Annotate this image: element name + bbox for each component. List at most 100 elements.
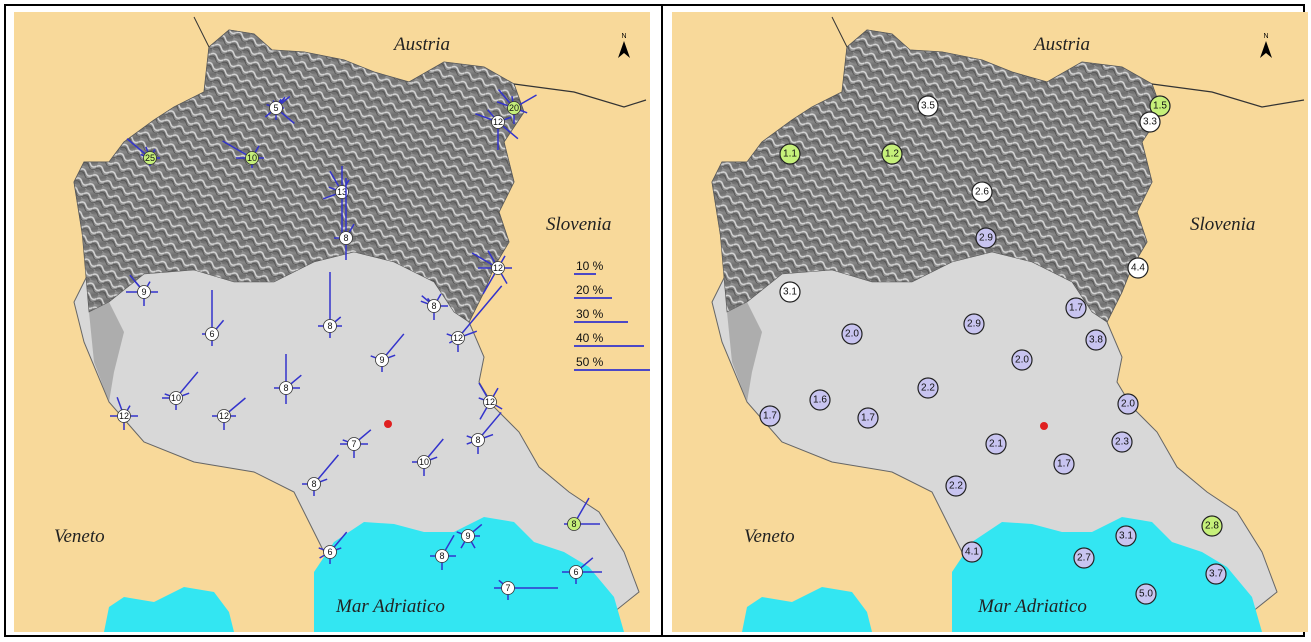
wind-rose-ray <box>457 285 503 339</box>
station-value: 10 <box>171 393 181 403</box>
station-marker <box>779 143 801 165</box>
station-value: 8 <box>311 479 316 489</box>
station-value: 4.4 <box>1131 263 1145 274</box>
wind-rose-station: 12 <box>478 382 503 420</box>
station-value: 7 <box>351 439 356 449</box>
wind-rose-station: 8 <box>564 497 600 531</box>
value-station: 2.0 <box>1117 393 1139 415</box>
legend-label: 10 % <box>576 259 604 273</box>
value-station: 2.9 <box>975 227 997 249</box>
value-station: 1.7 <box>1053 453 1075 475</box>
legend-label: 20 % <box>576 283 604 297</box>
station-marker <box>245 151 259 165</box>
station-marker <box>347 437 361 451</box>
prealps-strip <box>727 302 762 402</box>
station-value: 6 <box>573 567 578 577</box>
north-arrow-icon: N <box>1260 33 1272 58</box>
label-slovenia: Slovenia <box>546 214 611 235</box>
station-value: 1.7 <box>763 411 777 422</box>
station-marker <box>217 409 231 423</box>
region-mountains <box>73 29 525 323</box>
station-marker <box>759 405 781 427</box>
wind-rose-station: 20 <box>496 89 537 124</box>
wind-rose-station: 12 <box>471 250 512 295</box>
station-marker <box>117 409 131 423</box>
station-marker <box>841 323 863 345</box>
station-marker <box>137 285 151 299</box>
station-value: 2.2 <box>921 383 935 394</box>
label-veneto: Veneto <box>54 526 105 547</box>
station-marker <box>1149 95 1171 117</box>
station-marker <box>857 407 879 429</box>
station-value: 8 <box>439 551 444 561</box>
sea-left-inlet <box>104 587 234 632</box>
wind-rose-station: 6 <box>318 531 348 564</box>
station-marker <box>779 281 801 303</box>
label-austria: Austria <box>1032 34 1090 55</box>
station-value: 3.1 <box>1119 531 1133 542</box>
wind-rose-station: 10 <box>222 140 264 168</box>
value-station: 2.7 <box>1073 547 1095 569</box>
label-austria: Austria <box>392 34 450 55</box>
legend: 10 %20 %30 %40 %50 % <box>574 259 650 371</box>
label-sea: Mar Adriatico <box>335 596 445 617</box>
station-value: 13 <box>337 187 347 197</box>
station-marker <box>491 115 505 129</box>
station-value: 20 <box>509 103 519 113</box>
station-value: 2.9 <box>967 319 981 330</box>
wind-rose-station: 10 <box>162 371 199 410</box>
station-marker <box>1085 329 1107 351</box>
station-marker <box>427 299 441 313</box>
border-line <box>193 16 210 48</box>
value-station: 5.0 <box>1135 583 1157 605</box>
station-value: 8 <box>283 383 288 393</box>
station-marker <box>435 549 449 563</box>
station-marker <box>1073 547 1095 569</box>
station-marker <box>1053 453 1075 475</box>
station-value: 9 <box>141 287 146 297</box>
station-marker <box>1139 111 1161 133</box>
reference-point <box>1040 422 1048 430</box>
svg-text:N: N <box>1263 33 1268 40</box>
station-value: 4.1 <box>965 547 979 558</box>
value-station: 3.3 <box>1139 111 1161 133</box>
station-marker <box>169 391 183 405</box>
value-station: 3.1 <box>779 281 801 303</box>
station-marker <box>1135 583 1157 605</box>
value-station: 4.4 <box>1127 257 1149 279</box>
value-station: 1.7 <box>1065 297 1087 319</box>
value-station: 2.2 <box>945 475 967 497</box>
value-station: 3.5 <box>917 95 939 117</box>
figure-frame: Austria Slovenia Veneto Mar Adriatico N … <box>4 4 1308 637</box>
wind-rose-station: 8 <box>274 354 302 404</box>
station-value: 2.6 <box>975 187 989 198</box>
station-value: 12 <box>485 397 495 407</box>
left-map: Austria Slovenia Veneto Mar Adriatico N … <box>14 12 650 632</box>
left-map-panel: Austria Slovenia Veneto Mar Adriatico N … <box>14 12 650 632</box>
sea <box>952 517 1262 632</box>
station-marker <box>1115 525 1137 547</box>
station-marker <box>269 101 283 115</box>
station-value: 12 <box>453 333 463 343</box>
station-value: 12 <box>493 117 503 127</box>
wind-rose-station: 12 <box>475 109 519 150</box>
station-value: 2.9 <box>979 233 993 244</box>
wind-rose-station: 8 <box>430 534 456 570</box>
station-marker <box>1065 297 1087 319</box>
station-marker <box>963 313 985 335</box>
legend-label: 40 % <box>576 331 604 345</box>
value-station: 2.2 <box>917 377 939 399</box>
wind-rose-station: 25 <box>126 138 160 166</box>
station-marker <box>1205 563 1227 585</box>
value-station: 1.6 <box>809 389 831 411</box>
station-value: 9 <box>379 355 384 365</box>
prealps-strip <box>89 302 124 402</box>
right-map-panel: Austria Slovenia Veneto Mar Adriatico N … <box>672 12 1308 632</box>
station-marker <box>1011 349 1033 371</box>
station-marker <box>961 541 983 563</box>
station-marker <box>501 581 515 595</box>
station-marker <box>945 475 967 497</box>
station-marker <box>375 353 389 367</box>
value-station: 2.9 <box>963 313 985 335</box>
station-value: 3.1 <box>783 287 797 298</box>
